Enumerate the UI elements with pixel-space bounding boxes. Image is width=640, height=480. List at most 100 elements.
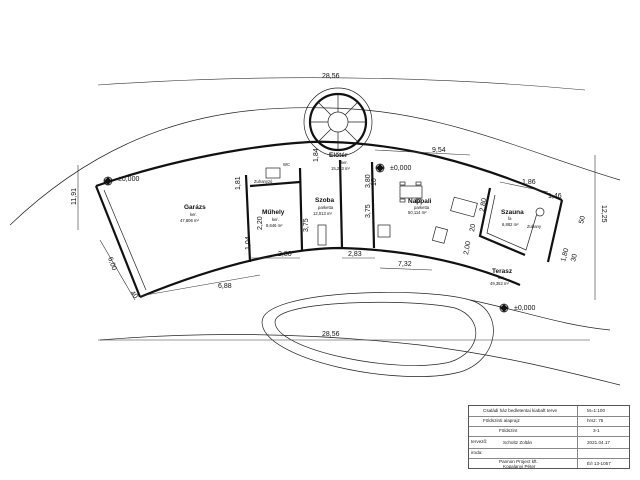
title-block-divider	[577, 406, 578, 468]
dim-10: 10	[371, 178, 378, 186]
title-row	[469, 458, 629, 459]
dim-600: 6,00	[106, 256, 117, 271]
office-contact: Kopalanyi Péter	[503, 464, 536, 469]
room-type-hall: ker.	[341, 160, 348, 165]
dimension-lines	[77, 77, 596, 341]
dim-732: 7,32	[398, 261, 412, 268]
level-terrace: ±0,000	[514, 305, 535, 312]
dim-380: 3,80	[365, 174, 372, 188]
spiral-steps	[310, 94, 366, 150]
level-marker-right	[375, 163, 385, 173]
room-area-sauna: 6,882 m²	[502, 222, 519, 227]
level-marker-terrace	[499, 303, 509, 313]
chair-4	[415, 198, 422, 203]
wall-garage-workshop	[244, 174, 252, 263]
wall-sauna	[478, 187, 526, 257]
room-name-garage: Garázs	[184, 204, 206, 211]
inner-wall-left	[103, 189, 147, 291]
dim-375: 3,75	[303, 218, 310, 232]
office-label: iroda:	[471, 450, 483, 455]
sheet-name: Földszint	[499, 428, 518, 433]
outer-wall-left	[94, 185, 142, 298]
room-area-workshop: 8,646 m²	[266, 223, 283, 228]
room-type-sauna: fa	[508, 216, 512, 221]
drawing-date: 2021.04.17	[587, 440, 610, 445]
room-type-living: parketta	[414, 205, 430, 210]
dim-30: 30	[570, 253, 579, 262]
wall-sauna-inner	[486, 194, 539, 251]
dim-184: 1,84	[313, 148, 320, 162]
room-type-room: parketta	[318, 205, 334, 210]
title-row	[469, 448, 629, 449]
room-name-room: Szoba	[315, 197, 335, 204]
title-row	[469, 436, 629, 437]
dim-top-width: 28,56	[322, 73, 340, 80]
driveway-oval-inner	[274, 301, 477, 366]
dim-40: 40	[128, 290, 138, 301]
room-name-workshop: Műhely	[262, 209, 285, 216]
room-name-living: Nappali	[408, 198, 432, 205]
dim-left-height: 11,91	[71, 188, 78, 205]
dim-375b: 3,75	[365, 204, 372, 218]
dim-280: 2,80	[278, 251, 292, 258]
drawing-subtitle: Földszinti alaprajz	[483, 418, 520, 423]
chair-3	[399, 198, 406, 203]
room-name-shower-2: Zuhany	[527, 224, 542, 229]
dim-200: 2,00	[463, 241, 472, 256]
title-row	[469, 426, 629, 427]
room-area-living: 50,114 m²	[408, 210, 427, 215]
dim-right-height: 12,25	[600, 205, 607, 223]
outer-wall-right	[546, 199, 564, 263]
driveway-oval	[261, 292, 494, 377]
license-number: É/I 13-1057	[587, 461, 611, 466]
level-right: ±0,000	[390, 165, 411, 172]
drawing-scale: M=1:100	[587, 408, 606, 413]
site-curve-lower	[99, 334, 621, 386]
room-type-workshop: ker.	[272, 217, 279, 222]
room-name-sauna: Szauna	[501, 209, 524, 216]
bath-fixture	[265, 167, 281, 179]
room-area-terrace: 49,352 m²	[490, 281, 509, 286]
dim-20: 20	[469, 223, 477, 232]
chair-2	[415, 181, 422, 186]
room-name-hall: Előtér	[329, 152, 348, 159]
dim-186: 1,86	[522, 179, 536, 186]
dim-280b: 2,80	[479, 198, 488, 213]
chair-1	[399, 181, 406, 186]
title-block: Családi ház bedletentai kiabaft terve M=…	[468, 405, 630, 469]
dining-table	[399, 185, 423, 199]
wall-hall-living	[370, 161, 376, 249]
dim-bottom-width: 28,56	[322, 331, 340, 338]
author-label: tervező:	[471, 439, 488, 444]
parcel-number: hrsz: 75	[587, 418, 604, 423]
room-type-terrace: ker.	[498, 275, 505, 280]
sheet-number: 3-1	[593, 428, 600, 433]
sofa-2	[431, 226, 449, 244]
room-type-garage: ker.	[190, 212, 197, 217]
dim-180: 1,80	[560, 247, 570, 262]
room-area-garage: 47,806 m²	[180, 218, 199, 223]
room-area-hall: 15,223 m²	[331, 166, 350, 171]
dim-688: 6,88	[218, 283, 232, 290]
room-name-terrace: Terasz	[492, 268, 513, 275]
dim-954: 9,54	[432, 147, 446, 154]
wall-workshop-room	[298, 167, 304, 251]
room-name-wc: WC	[283, 162, 290, 167]
dim-50: 50	[578, 215, 587, 224]
dim-220: 2,20	[257, 216, 264, 230]
level-marker-left	[103, 176, 113, 186]
stair-tower-outer	[303, 87, 373, 157]
dim-283: 2,83	[348, 251, 362, 258]
title-row	[469, 416, 629, 417]
level-left: ±0,000	[118, 176, 139, 183]
author-name: Scholtz Zoltán	[503, 440, 533, 445]
project-title: Családi ház bedletentai kiabaft terve	[483, 408, 558, 413]
driveway-exit	[469, 299, 611, 331]
outer-wall-top	[95, 140, 563, 202]
wall-room-hall	[338, 159, 344, 249]
room-area-room: 12,013 m²	[313, 211, 332, 216]
kitchen-counter	[377, 224, 391, 238]
bed-room	[317, 224, 327, 246]
dim-104: 1,04	[245, 236, 252, 250]
